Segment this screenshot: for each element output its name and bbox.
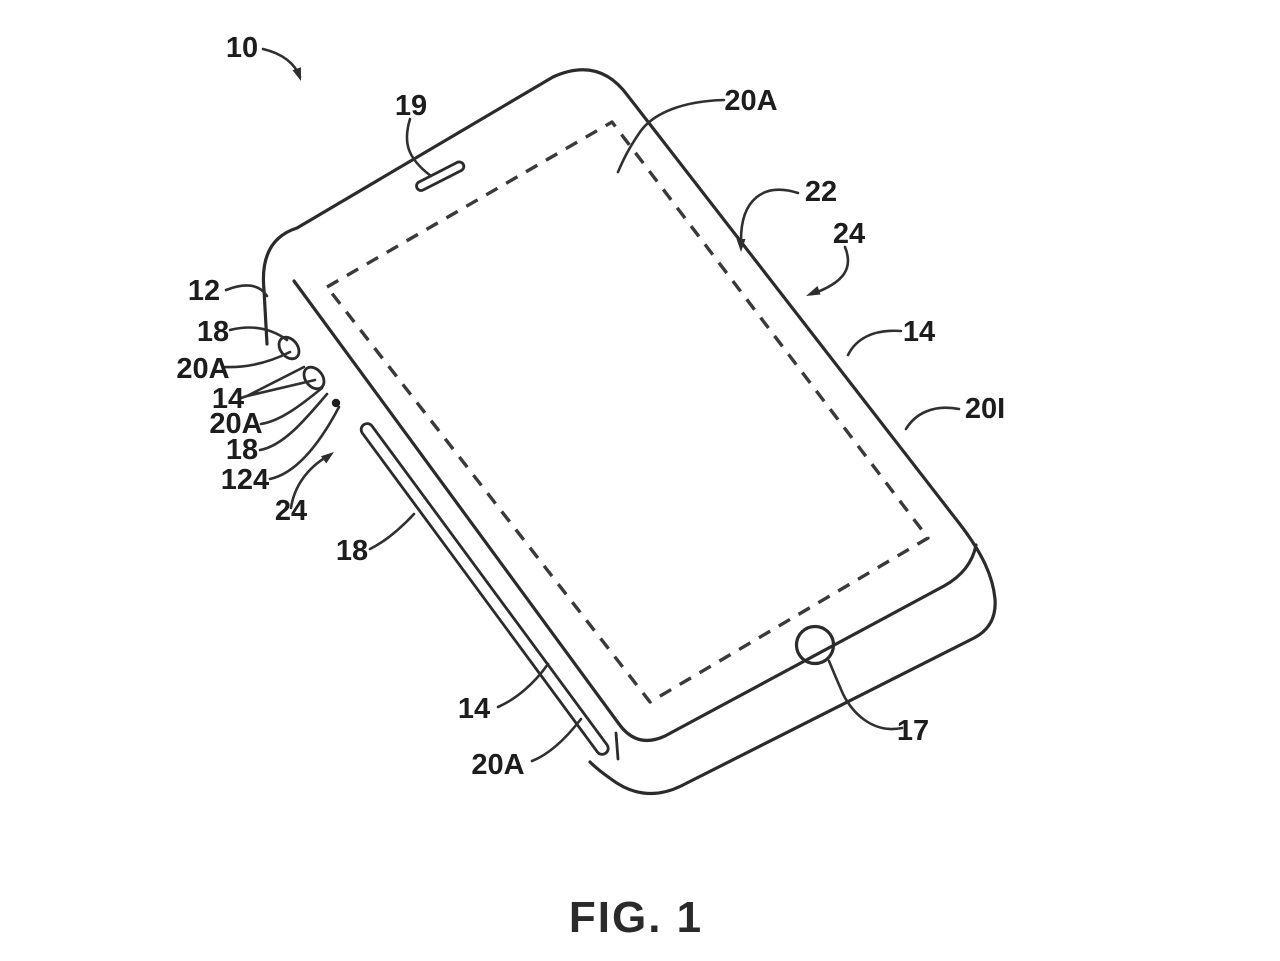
leader-20A-2: [259, 386, 324, 426]
home-button: [794, 624, 836, 666]
leader-lines: [223, 47, 961, 763]
speaker-slot: [415, 160, 466, 192]
ref-label-18-2: 18: [226, 434, 258, 466]
leader-20A-1: [223, 350, 292, 369]
arrowhead-24-right: [806, 286, 821, 296]
side-slot: [359, 422, 610, 756]
ref-label-10: 10: [226, 32, 258, 64]
ref-label-24-right: 24: [833, 218, 865, 250]
leader-17: [827, 659, 904, 731]
leader-18-1: [228, 326, 289, 342]
leader-12: [224, 284, 269, 298]
leader-14-bottom: [496, 662, 550, 709]
leader-18-2: [258, 392, 329, 452]
side-button-upper: [277, 335, 301, 361]
leader-18-3: [368, 512, 416, 551]
ref-label-14-right: 14: [903, 316, 935, 348]
ref-label-20A-2: 20A: [209, 408, 262, 440]
leader-14-left: [239, 365, 317, 400]
ref-label-14-bottom: 14: [458, 693, 490, 725]
leader-24-left: [289, 454, 330, 510]
device-outline-group: [261, 68, 997, 796]
ref-label-18-1: 18: [197, 316, 229, 348]
leader-10: [261, 47, 302, 79]
ref-label-12: 12: [188, 275, 220, 307]
display-dashed-outline: [325, 120, 930, 704]
leader-124: [268, 405, 341, 481]
side-edge-detail: [614, 731, 620, 761]
reference-labels: 10 19 20A 22 24 14 20I 12 18 20A 14 20A …: [176, 32, 1005, 781]
arrowhead-24-left: [320, 452, 334, 464]
ref-label-19: 19: [395, 90, 427, 122]
leader-22: [739, 188, 800, 242]
ref-label-20A-top: 20A: [724, 85, 777, 117]
side-hole-dot: [331, 398, 341, 408]
ref-label-22: 22: [805, 176, 837, 208]
device-outer-silhouette: [261, 68, 997, 796]
ref-label-24-left: 24: [275, 495, 307, 527]
arrowhead-10: [292, 67, 301, 81]
device-face-edge: [292, 279, 978, 743]
ref-label-17: 17: [897, 715, 929, 747]
leader-14-right: [846, 329, 903, 357]
leader-20A-bottom: [530, 717, 583, 763]
figure-caption: FIG. 1: [569, 893, 703, 942]
arrowhead-22: [736, 239, 746, 252]
ref-label-14-left: 14: [212, 383, 244, 415]
ref-label-18-3: 18: [336, 535, 368, 567]
ref-label-20A-bottom: 20A: [471, 749, 524, 781]
leader-24-right: [810, 245, 850, 296]
leader-20I: [904, 406, 961, 431]
leader-20A-top: [616, 98, 726, 174]
leader-19: [405, 117, 433, 178]
ref-label-124: 124: [221, 464, 269, 496]
ref-label-20A-1: 20A: [176, 353, 229, 385]
ref-label-20I: 20I: [965, 393, 1005, 425]
